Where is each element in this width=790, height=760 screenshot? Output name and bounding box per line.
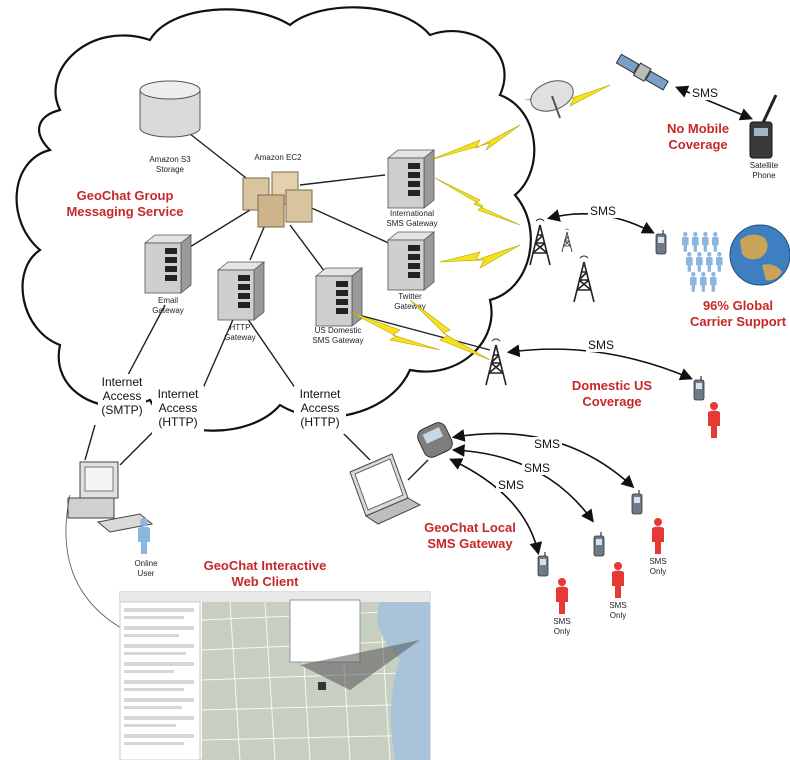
intl-gw-label-1: International <box>390 209 434 218</box>
email-gw-label-2: Gateway <box>152 306 184 315</box>
domestic-phone-icon <box>693 375 705 401</box>
http1-label-3: (HTTP) <box>158 415 197 429</box>
sms-only-user-icon-3 <box>556 578 568 614</box>
http2-label-3: (HTTP) <box>300 415 339 429</box>
laptop-modem-cable <box>407 459 429 481</box>
smtp-label-2: Access <box>103 389 142 403</box>
lightning-bolts <box>349 84 611 361</box>
us-gw-label-1: US Domestic <box>315 326 362 335</box>
online-user-label-1: Online <box>134 559 158 568</box>
international-sms-gateway-icon <box>387 149 435 209</box>
ec2-label: Amazon EC2 <box>254 153 302 162</box>
http1-label-1: Internet <box>158 387 199 401</box>
sms-only-1-line1: SMS <box>649 557 666 566</box>
internet-access-smtp: Internet Access (SMTP) <box>98 374 146 422</box>
cell-tower-icon <box>529 218 551 266</box>
global-label-2: Carrier Support <box>690 314 787 329</box>
http-gateway-icon <box>217 261 265 321</box>
domestic-user-icon <box>708 402 720 438</box>
laptop-icon <box>349 453 422 525</box>
global-crowd-icon <box>682 232 723 292</box>
sms-only-phone-icon-2 <box>593 531 605 557</box>
smtp-label-1: Internet <box>102 375 143 389</box>
smtp-label-3: (SMTP) <box>101 403 142 417</box>
satellite-phone-icon <box>749 94 778 159</box>
twitter-gateway-icon <box>387 231 435 291</box>
internet-access-http-1: Internet Access (HTTP) <box>152 386 204 434</box>
satellite-icon <box>615 53 669 91</box>
domestic-label-2: Coverage <box>582 394 641 409</box>
s3-storage-icon <box>139 80 201 138</box>
cell-tower-icon-2 <box>573 255 595 303</box>
sms-only-phone-icon-1 <box>631 489 643 515</box>
us-gw-label-2: SMS Gateway <box>312 336 363 345</box>
domestic-label-1: Domestic US <box>572 378 653 393</box>
s3-label-1: Amazon S3 <box>149 155 191 164</box>
sms-label-local-2: SMS <box>524 461 550 475</box>
sms-label-global: SMS <box>590 204 616 218</box>
global-phone-icon <box>655 229 667 255</box>
sat-phone-label-1: Satellite <box>750 161 779 170</box>
sms-only-1-line2: Only <box>650 567 666 576</box>
ec2-boxes-icon <box>242 171 313 228</box>
email-gw-label-1: Email <box>158 296 178 305</box>
global-label-1: 96% Global <box>703 298 773 313</box>
http2-label-1: Internet <box>300 387 341 401</box>
sms-only-3-line2: Only <box>554 627 570 636</box>
web-client-screenshot <box>119 591 431 760</box>
sms-label-local-1: SMS <box>534 437 560 451</box>
globe-icon <box>729 224 790 286</box>
email-gateway-icon <box>144 234 192 294</box>
sms-only-user-icon-1 <box>652 518 664 554</box>
http-gw-label-2: Gateway <box>224 333 256 342</box>
online-user-label-2: User <box>138 569 155 578</box>
intl-gw-label-2: SMS Gateway <box>386 219 437 228</box>
domestic-sms-arrow <box>506 344 693 381</box>
no-mobile-label-2: Coverage <box>668 137 727 152</box>
service-title-1: GeoChat Group <box>77 188 174 203</box>
s3-label-2: Storage <box>156 165 185 174</box>
sms-label-domestic: SMS <box>588 338 614 352</box>
http-gw-label-1: HTTP <box>230 323 251 332</box>
cell-tower-small-icon <box>561 228 573 253</box>
http2-label-2: Access <box>301 401 340 415</box>
local-gw-label-1: GeoChat Local <box>424 520 516 535</box>
http1-label-2: Access <box>159 401 198 415</box>
sms-label-satellite: SMS <box>692 86 718 100</box>
sms-only-3-line1: SMS <box>553 617 570 626</box>
web-client-label-2: Web Client <box>232 574 300 589</box>
desktop-computer-icon <box>67 461 154 533</box>
us-domestic-sms-gateway-icon <box>315 267 363 327</box>
sms-only-2-line1: SMS <box>609 601 626 610</box>
twitter-gw-label-1: Twitter <box>398 292 422 301</box>
web-client-label-1: GeoChat Interactive <box>204 558 327 573</box>
no-mobile-label-1: No Mobile <box>667 121 729 136</box>
satellite-dish-icon <box>530 80 574 119</box>
sms-only-phone-icon-3 <box>537 551 549 577</box>
sat-phone-label-2: Phone <box>752 171 776 180</box>
desktop-webclient-link <box>65 494 130 633</box>
internet-access-http-2: Internet Access (HTTP) <box>294 386 346 434</box>
cell-tower-domestic-icon <box>485 338 507 386</box>
local-gw-label-2: SMS Gateway <box>427 536 513 551</box>
service-title-2: Messaging Service <box>66 204 183 219</box>
sms-label-local-3: SMS <box>498 478 524 492</box>
sms-only-user-icon-2 <box>612 562 624 598</box>
twitter-gw-label-2: Gateway <box>394 302 426 311</box>
local-gateway-phone-icon <box>417 422 453 458</box>
web-client-popup <box>289 599 361 663</box>
web-client-message-list <box>124 608 194 745</box>
sms-only-2-line2: Only <box>610 611 626 620</box>
